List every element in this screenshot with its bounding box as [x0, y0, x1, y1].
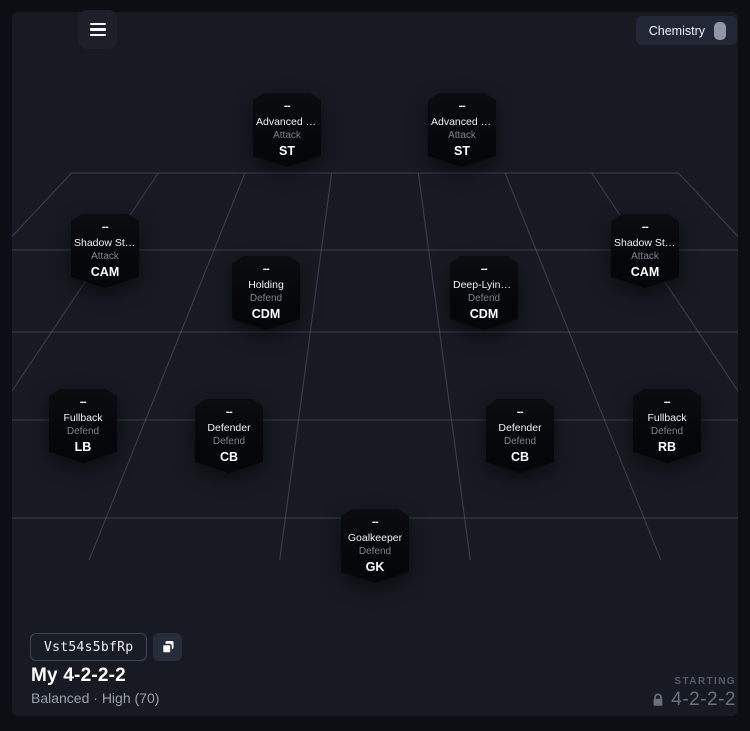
player-focus: Attack	[448, 130, 476, 141]
chemistry-button[interactable]: Chemistry	[635, 16, 737, 45]
player-focus: Defend	[249, 293, 283, 304]
player-role: Deep-Lying …	[453, 279, 515, 291]
menu-button[interactable]	[78, 10, 117, 49]
copy-code-button[interactable]	[153, 633, 183, 661]
share-code-row: Vst54s5bfRp	[30, 633, 183, 661]
player-position: CDM	[251, 307, 281, 321]
chemistry-value: --	[225, 406, 233, 418]
player-focus: Defend	[212, 436, 246, 447]
player-card-rb[interactable]: -- Fullback Defend RB	[633, 389, 701, 463]
chemistry-value: --	[262, 263, 270, 275]
starting-label: STARTING	[674, 676, 736, 687]
chemistry-value: --	[458, 100, 466, 112]
player-focus: Attack	[91, 251, 119, 262]
player-focus: Defend	[358, 546, 392, 557]
player-role: Holding	[248, 279, 284, 291]
hamburger-icon	[89, 22, 106, 37]
player-role: Shadow Strik…	[74, 237, 136, 249]
player-focus: Attack	[631, 251, 659, 262]
starting-formation: 4-2-2-2	[671, 689, 736, 710]
player-focus: Defend	[467, 293, 501, 304]
player-role: Fullback	[647, 412, 687, 424]
player-position: LB	[74, 440, 92, 454]
flask-icon	[714, 21, 726, 40]
player-role: Defender	[498, 422, 542, 434]
chemistry-value: --	[516, 406, 524, 418]
player-position: CDM	[469, 307, 499, 321]
player-position: CB	[219, 450, 239, 464]
squad-title: My 4-2-2-2	[31, 665, 126, 686]
player-card-st-left[interactable]: -- Advanced Fo… Attack ST	[253, 93, 321, 167]
squad-meta: Balanced · High (70)	[31, 690, 160, 706]
player-card-cb-left[interactable]: -- Defender Defend CB	[195, 399, 263, 473]
player-card-cam-left[interactable]: -- Shadow Strik… Attack CAM	[71, 214, 139, 288]
player-role: Goalkeeper	[347, 532, 403, 544]
player-position: RB	[657, 440, 677, 454]
player-focus: Defend	[66, 426, 100, 437]
player-card-cb-right[interactable]: -- Defender Defend CB	[486, 399, 554, 473]
chemistry-value: --	[101, 221, 109, 233]
player-card-cdm-left[interactable]: -- Holding Defend CDM	[232, 256, 300, 330]
player-position: ST	[454, 144, 470, 158]
player-role: Advanced Fo…	[431, 116, 493, 128]
player-position: CB	[510, 450, 530, 464]
pitch-panel	[12, 12, 738, 716]
pitch-grid	[12, 172, 738, 561]
player-focus: Attack	[273, 130, 301, 141]
share-code-value: Vst54s5bfRp	[30, 633, 148, 661]
chemistry-value: --	[663, 396, 671, 408]
player-card-lb[interactable]: -- Fullback Defend LB	[49, 389, 117, 463]
player-role: Fullback	[63, 412, 103, 424]
player-position: ST	[279, 144, 295, 158]
player-card-st-right[interactable]: -- Advanced Fo… Attack ST	[428, 93, 496, 167]
player-card-cam-right[interactable]: -- Shadow Strik… Attack CAM	[611, 214, 679, 288]
player-role: Defender	[207, 422, 251, 434]
chemistry-value: --	[641, 221, 649, 233]
starting-block: STARTING 4-2-2-2	[651, 676, 736, 711]
player-focus: Defend	[650, 426, 684, 437]
chemistry-value: --	[283, 100, 291, 112]
chemistry-value: --	[79, 396, 87, 408]
player-position: CAM	[90, 265, 120, 279]
player-role: Advanced Fo…	[256, 116, 318, 128]
lock-icon	[653, 693, 663, 706]
chemistry-value: --	[480, 263, 488, 275]
player-position: GK	[365, 560, 385, 574]
chemistry-button-label: Chemistry	[648, 23, 705, 38]
player-card-cdm-right[interactable]: -- Deep-Lying … Defend CDM	[450, 256, 518, 330]
player-card-gk[interactable]: -- Goalkeeper Defend GK	[341, 509, 409, 583]
copy-icon	[161, 641, 174, 654]
player-position: CAM	[630, 265, 660, 279]
player-role: Shadow Strik…	[614, 237, 676, 249]
player-focus: Defend	[503, 436, 537, 447]
chemistry-value: --	[371, 516, 379, 528]
